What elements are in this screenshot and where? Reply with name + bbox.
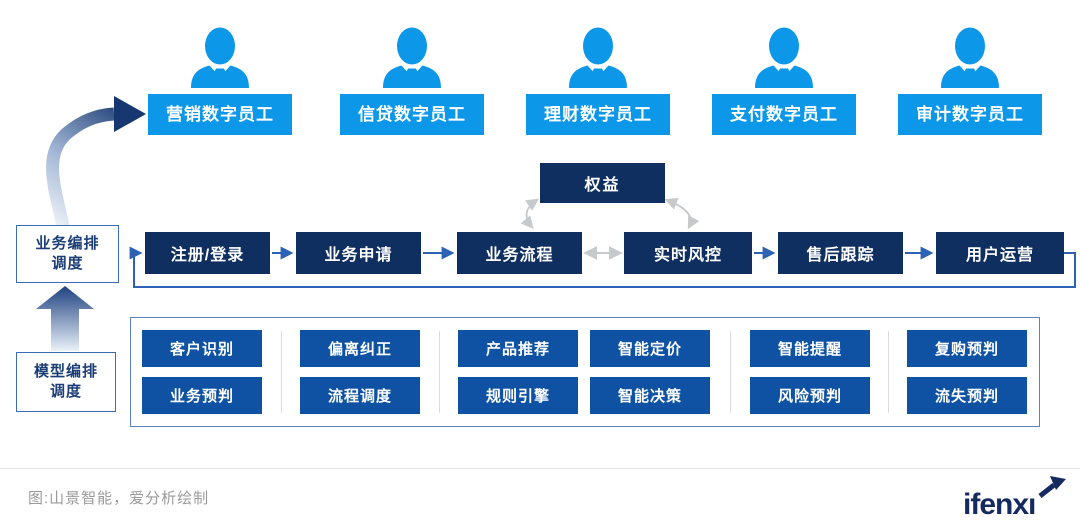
capability-box: 风险预判 [750, 377, 870, 414]
capability-box: 产品推荐 [458, 330, 578, 367]
capability-box: 流失预判 [907, 377, 1027, 414]
capability-divider [730, 331, 731, 413]
capability-box: 偏离纠正 [300, 330, 420, 367]
model-orchestration-line2: 调度 [49, 383, 82, 400]
model-to-business-arrow [36, 286, 94, 351]
capability-box: 客户识别 [142, 330, 262, 367]
capability-box: 复购预判 [907, 330, 1027, 367]
business-orchestration-box: 业务编排 调度 [16, 225, 119, 283]
capability-box: 智能提醒 [750, 330, 870, 367]
flow-step-risk-control: 实时风控 [624, 232, 752, 274]
ifenxi-logo-arrow-icon [1038, 476, 1066, 498]
digital-employee-audit: 审计数字员工 [898, 26, 1042, 135]
benefit-arc-right [664, 197, 700, 230]
capability-group-4: 智能提醒 风险预判 [750, 330, 870, 424]
digital-employee-label: 理财数字员工 [526, 94, 670, 135]
digital-employee-label: 审计数字员工 [898, 94, 1042, 135]
flow-step-process: 业务流程 [457, 232, 582, 274]
capability-box: 智能定价 [590, 330, 710, 367]
person-icon [755, 27, 813, 88]
digital-employee-payment: 支付数字员工 [712, 26, 856, 135]
flow-loop-line [129, 246, 1076, 288]
business-orchestration-line2: 调度 [51, 255, 84, 272]
digital-employee-label: 营销数字员工 [148, 94, 292, 135]
capability-divider [888, 331, 889, 413]
digital-employee-credit: 信贷数字员工 [340, 26, 484, 135]
digital-employee-marketing: 营销数字员工 [148, 26, 292, 135]
person-icon [383, 27, 441, 88]
capability-divider [281, 331, 282, 413]
digital-employee-wealth: 理财数字员工 [526, 26, 670, 135]
capability-panel [130, 317, 1040, 427]
capability-box: 智能决策 [590, 377, 710, 414]
ifenxi-logo-text: ifenxı [963, 488, 1036, 521]
person-icon [569, 27, 627, 88]
person-icon [191, 27, 249, 88]
capability-group-3a: 产品推荐 规则引擎 [458, 330, 578, 424]
capability-box: 流程调度 [300, 377, 420, 414]
capability-group-2: 偏离纠正 流程调度 [300, 330, 420, 424]
capability-group-5: 复购预判 流失预判 [907, 330, 1027, 424]
person-icon [941, 27, 999, 88]
capability-group-1: 客户识别 业务预判 [142, 330, 262, 424]
digital-employee-label: 信贷数字员工 [340, 94, 484, 135]
capability-box: 业务预判 [142, 377, 262, 414]
capability-box: 规则引擎 [458, 377, 578, 414]
model-orchestration-box: 模型编排 调度 [16, 352, 116, 412]
capability-group-3b: 智能定价 智能决策 [590, 330, 710, 424]
ifenxi-logo: ifenxı [963, 476, 1066, 522]
digital-employee-label: 支付数字员工 [712, 94, 856, 135]
benefit-box: 权益 [540, 163, 665, 203]
flow-step-aftersale: 售后跟踪 [778, 232, 903, 274]
business-orchestration-line1: 业务编排 [35, 234, 100, 252]
source-caption: 图:山景智能，爱分析绘制 [28, 490, 210, 507]
footer-divider [0, 468, 1080, 469]
flow-step-apply: 业务申请 [296, 232, 421, 274]
capability-divider [439, 331, 440, 413]
orchestration-curve-arrow [46, 96, 146, 228]
flow-step-register: 注册/登录 [145, 232, 270, 274]
model-orchestration-line1: 模型编排 [33, 362, 98, 380]
flow-step-user-operation: 用户运营 [936, 232, 1064, 274]
benefit-arc-left [520, 198, 540, 229]
